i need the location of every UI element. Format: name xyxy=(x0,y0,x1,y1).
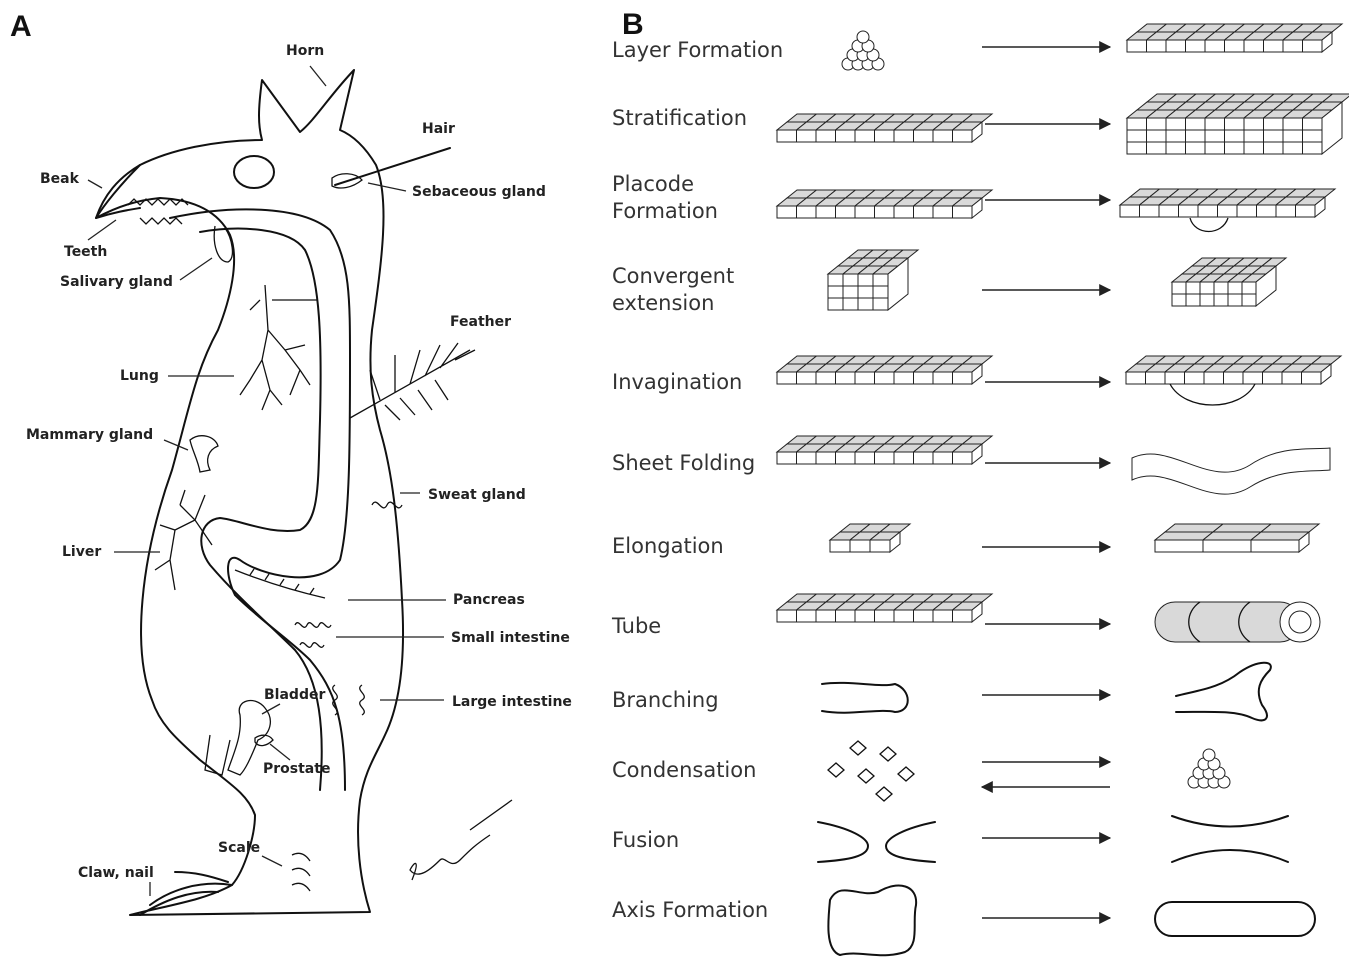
fused-sheets-icon xyxy=(1172,816,1288,862)
gut-inner xyxy=(200,229,322,790)
liver xyxy=(155,490,212,590)
process-label-elongation: Elongation xyxy=(612,534,724,558)
folded-sheet-icon xyxy=(1132,448,1330,494)
branched-bud-icon xyxy=(1176,663,1271,721)
process-label-sheet-folding: Sheet Folding xyxy=(612,451,755,475)
label-prostate: Prostate xyxy=(263,761,330,777)
label-liver: Liver xyxy=(62,544,101,560)
process-label-tube: Tube xyxy=(611,614,661,638)
invaginating-sheet-icon xyxy=(1126,356,1341,384)
epithelial-sheet-icon xyxy=(777,114,992,142)
feather xyxy=(350,343,475,420)
process-label-stratification: Stratification xyxy=(612,106,747,130)
label-teeth: Teeth xyxy=(64,244,107,260)
symmetric-blob-icon xyxy=(828,886,916,956)
process-label-branching: Branching xyxy=(612,688,719,712)
label-bladder: Bladder xyxy=(264,687,325,703)
label-sebaceous-gland: Sebaceous gland xyxy=(412,184,546,200)
elongated-sheet-icon xyxy=(1155,524,1319,552)
scattered-cells-icon xyxy=(828,741,914,801)
epithelial-sheet-icon xyxy=(1127,24,1342,52)
cell-cluster-icon xyxy=(842,31,884,70)
stratified-sheet-icon xyxy=(1127,94,1349,154)
invagination-pit-icon xyxy=(1170,384,1255,405)
tube-icon xyxy=(1155,602,1320,642)
process-label-axis-formation: Axis Formation xyxy=(612,898,768,922)
salivary-gland xyxy=(214,226,232,262)
artist-signature xyxy=(410,800,512,880)
label-small-intestine: Small intestine xyxy=(451,630,570,646)
small-intestine xyxy=(295,623,331,648)
process-arrows xyxy=(982,47,1110,918)
mammary-gland xyxy=(190,436,218,472)
label-lung: Lung xyxy=(120,368,159,384)
panel-b-letter: B xyxy=(622,8,644,41)
panel-a: A xyxy=(10,10,572,915)
epithelial-sheet-icon xyxy=(777,594,992,622)
hair xyxy=(335,148,450,185)
pancreas xyxy=(235,569,325,598)
epithelial-sheet-icon xyxy=(777,356,992,384)
label-large-intestine: Large intestine xyxy=(452,694,572,710)
process-label-invagination: Invagination xyxy=(612,370,742,394)
head-outline xyxy=(96,70,403,915)
condensed-cells-icon xyxy=(1188,749,1230,788)
label-scale: Scale xyxy=(218,840,260,856)
eye xyxy=(234,156,274,188)
label-sweat-gland: Sweat gland xyxy=(428,487,526,503)
process-label-condensation: Condensation xyxy=(612,758,756,782)
label-feather: Feather xyxy=(450,314,511,330)
small-sheet-icon xyxy=(830,524,910,552)
process-label-fusion: Fusion xyxy=(612,828,679,852)
label-horn: Horn xyxy=(286,43,324,59)
process-label-layer-formation: Layer Formation xyxy=(612,38,783,62)
label-salivary-gland: Salivary gland xyxy=(60,274,173,290)
cell-block-icon xyxy=(828,250,918,310)
panel-a-labels: Horn Hair Beak Sebaceous gland Teeth Sal… xyxy=(26,43,572,896)
sweat-gland xyxy=(372,502,402,508)
extended-block-icon xyxy=(1172,258,1286,306)
label-claw-nail: Claw, nail xyxy=(78,865,154,881)
separate-sheets-icon xyxy=(818,822,935,862)
large-intestine xyxy=(333,685,365,715)
placode-thickening-icon xyxy=(1190,218,1228,232)
reproductive-tube xyxy=(205,735,230,775)
placode-sheet-icon xyxy=(1120,189,1335,217)
epithelial-sheet-icon xyxy=(777,436,992,464)
label-beak: Beak xyxy=(40,171,80,187)
lung xyxy=(240,285,318,410)
beak xyxy=(96,165,140,218)
label-pancreas: Pancreas xyxy=(453,592,525,608)
epithelial-sheet-icon xyxy=(777,190,992,218)
elongated-axis-icon xyxy=(1155,902,1315,936)
bud-icon xyxy=(822,683,908,713)
process-icons xyxy=(777,24,1349,955)
scale xyxy=(292,853,310,891)
label-hair: Hair xyxy=(422,121,455,137)
label-mammary-gland: Mammary gland xyxy=(26,427,153,443)
teeth xyxy=(128,199,188,224)
panel-a-letter: A xyxy=(10,10,32,43)
